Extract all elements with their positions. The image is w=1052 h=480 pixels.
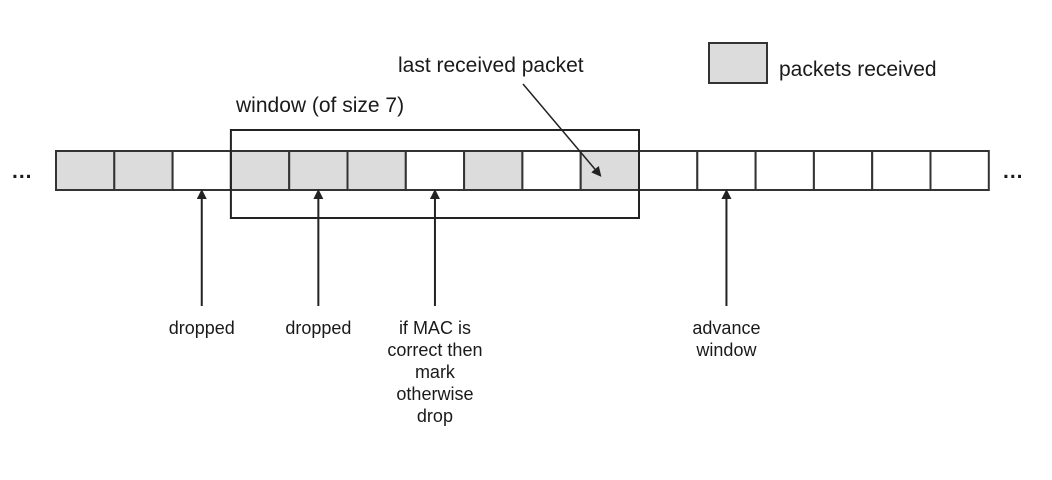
annotation-label: dropped [285,318,351,338]
packet-received [346,150,407,191]
packet-empty [696,150,757,191]
annotation-label: dropped [169,318,235,338]
packet-empty [521,150,582,191]
annotation-line: dropped [169,318,235,338]
packet-received [463,150,524,191]
annotation-line: otherwise [396,384,473,404]
annotation-line: window [695,340,757,360]
packet-empty [812,150,874,191]
packet-empty [871,150,932,191]
packet-empty [638,150,699,191]
legend-label: packets received [779,58,937,81]
packet-received [229,150,291,191]
packet-received [579,150,641,191]
annotation-line: if MAC is [399,318,471,338]
last-received-arrow [522,83,602,177]
packet-received [113,150,174,191]
packet-sequence [55,150,990,191]
window-label: window (of size 7) [235,94,404,117]
annotation-line: drop [417,406,453,426]
packet-empty [404,150,466,191]
legend-swatch [708,42,768,84]
packet-empty [929,150,990,191]
annotation-arrows [196,83,732,306]
ellipsis-right: ... [1003,160,1024,183]
packet-empty [171,150,232,191]
annotation-line: dropped [285,318,351,338]
packet-received [55,150,116,191]
annotation-line: mark [415,362,456,382]
packet-received [288,150,349,191]
packet-empty [754,150,815,191]
last-received-label: last received packet [398,54,584,77]
ellipsis-left: ... [12,160,33,183]
annotation-line: advance [692,318,760,338]
annotation-line: correct then [387,340,482,360]
